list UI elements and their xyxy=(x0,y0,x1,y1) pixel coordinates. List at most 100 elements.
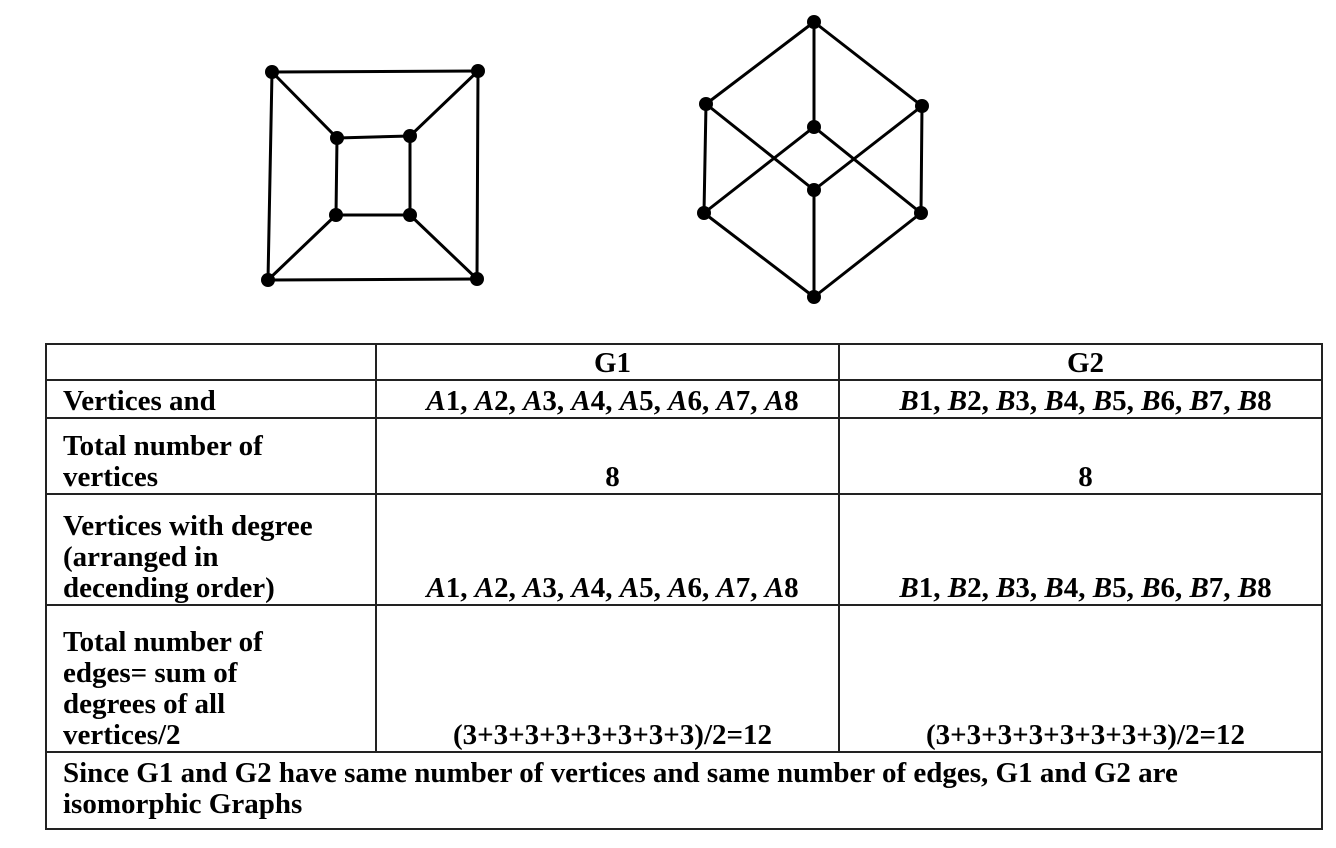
vertex-label: B5 xyxy=(1093,385,1127,417)
separator: , xyxy=(556,572,572,604)
graph-g1 xyxy=(261,64,485,287)
label-line: vertices xyxy=(63,461,158,493)
vertex-number: 3 xyxy=(542,572,557,604)
vertex-letter: A xyxy=(668,385,688,417)
vertex-number: 5 xyxy=(1112,385,1127,417)
vertex-letter: A xyxy=(571,572,591,604)
label-line: vertices/2 xyxy=(63,719,181,751)
vertex-letter: A xyxy=(523,572,543,604)
vertex-number: 8 xyxy=(1257,385,1272,417)
vertex-number: 5 xyxy=(639,385,654,417)
vertex-label: A7 xyxy=(716,385,750,417)
separator: , xyxy=(933,572,948,604)
vertex-number: 4 xyxy=(1063,385,1079,417)
vertex-label: B1 xyxy=(899,385,933,417)
edge xyxy=(266,277,479,282)
vertex-letter: B xyxy=(996,385,1016,417)
comparison-table: G1 G2 Vertices and A1, A2, A3, A4, A5, A… xyxy=(45,343,1323,830)
separator: , xyxy=(605,385,620,417)
vertex-label: B3 xyxy=(996,572,1030,604)
separator: , xyxy=(1078,572,1093,604)
vertex-letter: A xyxy=(426,385,446,417)
edge xyxy=(812,20,924,108)
separator: , xyxy=(1078,385,1093,417)
vertex-number: 1 xyxy=(445,572,461,604)
vertex-label: B4 xyxy=(1044,385,1078,417)
vertex-letter: A xyxy=(668,572,688,604)
edge xyxy=(702,211,816,299)
vertex-label: A6 xyxy=(668,385,702,417)
vertex-number: 2 xyxy=(967,572,982,604)
header-blank-cell xyxy=(45,343,377,381)
separator: , xyxy=(750,385,765,417)
vertex-letter: B xyxy=(1092,572,1113,604)
vertex xyxy=(329,208,343,222)
edge xyxy=(702,125,816,215)
label-line: (arranged in xyxy=(63,541,219,573)
edge xyxy=(704,20,816,106)
vertex-letter: B xyxy=(1189,572,1209,604)
edge xyxy=(335,134,412,140)
vertex xyxy=(699,97,713,111)
vertex-number: 6 xyxy=(1160,572,1175,604)
vertex-number: 2 xyxy=(494,385,509,417)
vertex-letter: B xyxy=(899,385,919,417)
vertex-label: B3 xyxy=(996,385,1030,417)
vertex-number: 7 xyxy=(735,572,751,604)
vertex-letter: A xyxy=(764,572,785,604)
vertex-letter: B xyxy=(947,572,968,604)
vertex-letter: B xyxy=(947,385,968,417)
vertex-letter: B xyxy=(1044,385,1064,417)
vertex-label: A1 xyxy=(426,385,460,417)
g2-edge-count: (3+3+3+3+3+3+3+3)/2=12 xyxy=(838,604,1323,753)
vertex-letter: A xyxy=(716,572,736,604)
vertex xyxy=(914,206,928,220)
separator: , xyxy=(1126,572,1142,604)
vertex-number: 5 xyxy=(1112,572,1127,604)
vertex-number: 7 xyxy=(1208,385,1224,417)
vertex-number: 3 xyxy=(542,385,557,417)
separator: , xyxy=(981,385,997,417)
g2-vertex-count: 8 xyxy=(838,417,1323,495)
vertex-label: B6 xyxy=(1141,572,1175,604)
graphs-figure xyxy=(261,15,929,304)
separator: , xyxy=(701,385,717,417)
edge xyxy=(266,70,274,282)
vertex-number: 6 xyxy=(687,385,702,417)
separator: , xyxy=(701,572,717,604)
row-label: Vertices and xyxy=(45,379,377,419)
vertex-letter: B xyxy=(899,572,919,604)
edge xyxy=(475,69,480,281)
vertex-letter: A xyxy=(619,572,640,604)
label-line: Total number of xyxy=(63,430,263,462)
vertex-number: 4 xyxy=(1063,572,1079,604)
vertex xyxy=(265,65,279,79)
vertex-letter: A xyxy=(571,385,591,417)
vertex xyxy=(697,206,711,220)
vertex xyxy=(403,129,417,143)
g1-vertex-list: A1, A2, A3, A4, A5, A6, A7, A8 xyxy=(375,379,840,419)
separator: , xyxy=(1029,385,1045,417)
vertex xyxy=(915,99,929,113)
label-line: degrees of all xyxy=(63,688,226,720)
g1-edge-count: (3+3+3+3+3+3+3+3)/2=12 xyxy=(375,604,840,753)
vertex-letter: B xyxy=(1092,385,1113,417)
separator: , xyxy=(1223,385,1238,417)
vertex-label: B4 xyxy=(1044,572,1078,604)
edge xyxy=(408,69,480,138)
vertex-letter: A xyxy=(474,572,495,604)
separator: , xyxy=(1029,572,1045,604)
vertex-letter: A xyxy=(619,385,640,417)
edge xyxy=(270,70,339,140)
table-row-vertices: Vertices and A1, A2, A3, A4, A5, A6, A7,… xyxy=(45,379,1323,419)
vertex-number: 4 xyxy=(590,572,606,604)
vertex-label: B6 xyxy=(1141,385,1175,417)
edge xyxy=(702,102,708,215)
label-line: Total number of xyxy=(63,626,263,658)
vertex-label: B8 xyxy=(1238,385,1272,417)
vertex-number: 7 xyxy=(735,385,751,417)
vertex xyxy=(470,272,484,286)
label-line: edges= sum of xyxy=(63,657,238,689)
